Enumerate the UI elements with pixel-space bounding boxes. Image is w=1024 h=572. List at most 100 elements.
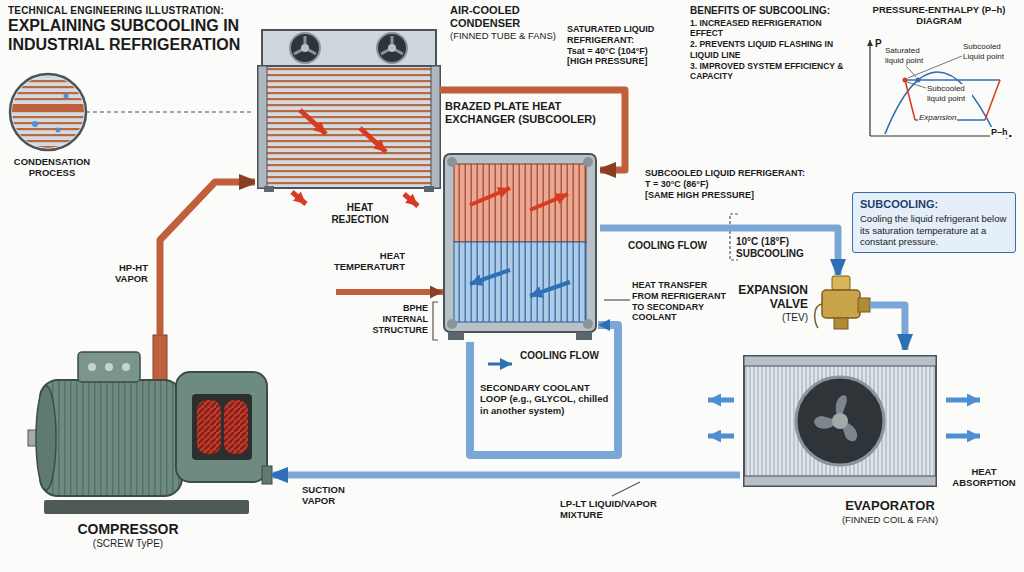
label-text: TECHNICAL ENGINEERING ILLUSTRATION: <box>8 5 258 17</box>
label-text: P–h <box>990 127 1009 138</box>
internal-flow-arrows <box>530 194 568 210</box>
internal-flow-arrows <box>470 188 510 205</box>
pipe-label-group: SUCTION VAPOR <box>300 484 382 508</box>
label-text: Tsat = 40°C (104°F) <box>567 46 685 57</box>
ph-diagram <box>916 78 921 83</box>
component-name: BRAZED PLATE HEAT EXCHANGER (SUBCOOLER) <box>445 100 600 126</box>
subcooler-drawing <box>576 332 592 340</box>
condensation-inset <box>10 74 86 150</box>
condenser-drawing <box>290 33 320 63</box>
leader-lines <box>433 214 738 496</box>
pipe-label: HP-HT VAPOR <box>88 262 150 285</box>
label-group: CONDENSATION PROCESS <box>2 156 102 179</box>
label-text: SATURATED LIQUID REFRIGERANT: <box>567 24 685 46</box>
subcooler-drawing <box>447 157 457 167</box>
secondary-coolant-pipe <box>470 325 618 455</box>
label-text: COOLING FLOW <box>520 350 610 362</box>
ph-diagram <box>905 80 915 120</box>
component-label: AIR-COOLED CONDENSER(FINNED TUBE & FANS) <box>450 4 562 42</box>
compressor-drawing <box>88 363 96 371</box>
expansion-valve-drawing <box>822 290 860 318</box>
label-group: HEAT ABSORPTION <box>948 466 1020 489</box>
label-text: [SAME HIGH PRESSURE] <box>645 190 807 201</box>
component-name: COMPRESSOR <box>38 521 218 538</box>
heat-rejection-arrows <box>300 110 326 134</box>
label-text: Subcooled Liquid point <box>962 42 1016 61</box>
condensation-inset <box>10 74 86 150</box>
compressor-drawing <box>224 400 248 454</box>
ph-diagram <box>903 78 908 83</box>
condenser-drawing <box>258 66 440 188</box>
internal-flow-arrows <box>470 188 570 296</box>
label-text: SUBCOOLED LIQUID REFRIGERANT: <box>645 168 807 179</box>
refrigerant-pipe <box>272 472 740 479</box>
label-text: CONDENSATION PROCESS <box>2 156 102 179</box>
component-note: (FINNED TUBE & FANS) <box>450 30 562 41</box>
label-text: SECONDARY COOLANT LOOP (e.g., GLYCOL, ch… <box>480 382 612 416</box>
secondary-coolant-pipe <box>470 325 618 455</box>
label-group: BENEFITS OF SUBCOOLING:1. INCREASED REFR… <box>690 5 853 81</box>
label-group: BPHE INTERNAL STRUCTURE <box>356 303 428 335</box>
compressor-drawing <box>78 352 140 382</box>
heat-absorption-arrows <box>708 400 980 436</box>
evaporator-drawing <box>744 356 936 486</box>
evaporator-drawing <box>814 395 857 441</box>
leader-lines <box>433 302 438 340</box>
condenser-drawing <box>381 36 403 54</box>
internal-flow-arrows <box>530 282 570 296</box>
label-group: Subcooled Liquid point <box>962 42 1016 63</box>
condenser-drawing <box>388 44 396 52</box>
heat-absorption-arrows <box>946 398 980 403</box>
component-note: (TEV) <box>730 312 808 324</box>
ph-diagram <box>869 40 870 136</box>
evaporator-drawing <box>744 356 936 486</box>
condenser-unit: AIR-COOLED CONDENSER(FINNED TUBE & FANS) <box>255 30 440 192</box>
expansion-valve-drawing <box>832 276 850 290</box>
condenser-drawing <box>294 36 316 54</box>
label-text: HEAT ABSORPTION <box>948 466 1020 489</box>
connectors <box>160 90 905 475</box>
condenser-drawing <box>377 33 407 63</box>
subcooler-unit: BRAZED PLATE HEAT EXCHANGER (SUBCOOLER) <box>440 150 600 340</box>
leader-lines <box>612 482 640 496</box>
label-text: Saturated liquid point <box>884 46 928 65</box>
heat-absorption-arrows <box>708 398 734 403</box>
condensation-inset <box>64 94 69 99</box>
subcooler-drawing <box>583 157 593 167</box>
evaporator-drawing <box>796 377 884 465</box>
condenser-drawing <box>258 66 267 188</box>
ph-diagram <box>985 80 1000 120</box>
component-label: EVAPORATOR(FINNED COIL & FAN) <box>820 498 960 525</box>
heat-rejection-arrows <box>292 110 418 206</box>
condensation-inset <box>10 104 86 112</box>
compressor-drawing <box>28 335 272 514</box>
condenser-drawing <box>301 44 309 52</box>
component-name: SUBCOOLING: <box>860 198 1008 211</box>
label-text: HEAT REJECTION <box>325 202 395 226</box>
heat-absorption-arrows <box>708 434 734 439</box>
label-text: COOLING FLOW <box>628 240 714 252</box>
heat-rejection-arrows <box>292 192 306 204</box>
condensation-inset <box>10 74 86 150</box>
compressor-drawing <box>192 394 252 460</box>
label-text: 3. IMPROVED SYSTEM EFFICIENCY & CAPACITY <box>690 61 853 81</box>
expansion-valve-drawing <box>834 318 848 329</box>
label-group: COOLING FLOW <box>628 240 714 252</box>
label-text: P <box>874 38 883 50</box>
label-text: Subcooled liquid point <box>926 84 972 103</box>
label-group: Subcooled liquid point <box>926 84 972 105</box>
compressor-drawing <box>36 386 56 490</box>
compressor-drawing <box>122 363 130 371</box>
heat-inlet-pipe <box>336 292 443 293</box>
label-group: LP-LT LIQUID/VAPOR MIXTURE <box>560 498 660 521</box>
label-group: HEAT REJECTION <box>325 202 395 226</box>
component-label: COMPRESSOR(SCREW TyPE) <box>38 521 218 550</box>
heat-inlet-pipe <box>336 289 443 295</box>
label-group: P–h <box>990 121 1018 139</box>
label-text: 10°C (18°F) SUBCOOLING <box>736 236 816 260</box>
subcooler-drawing <box>448 332 464 340</box>
expansion-valve: EXPANSION VALVE(TEV) <box>812 275 870 330</box>
condenser-drawing <box>431 66 440 188</box>
label-text: BPHE INTERNAL STRUCTURE <box>356 303 428 335</box>
